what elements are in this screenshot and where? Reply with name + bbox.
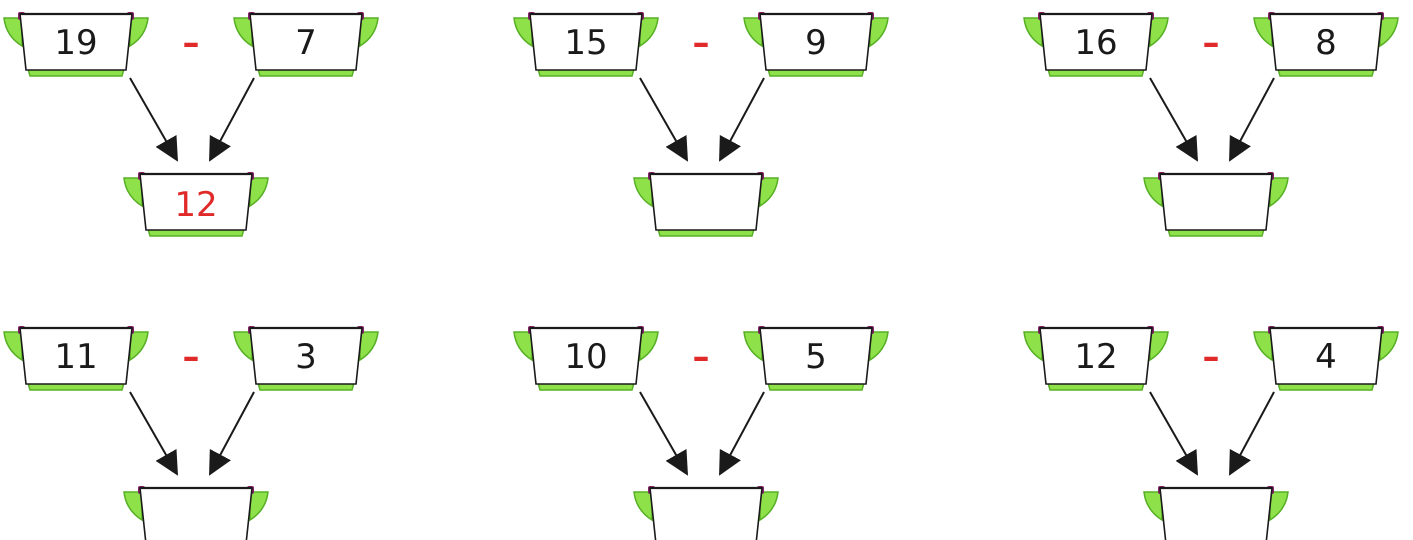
minuend-value: 16: [1074, 23, 1117, 63]
arrow-left: [1149, 391, 1198, 476]
pot-handle-right: [1379, 17, 1399, 48]
minus-sign: –: [1203, 337, 1220, 377]
pot-handle-right: [639, 17, 659, 48]
arrow-left: [1149, 77, 1198, 162]
minuend-pot: [513, 12, 659, 77]
pot-handle-left: [743, 331, 763, 362]
pot-handle-right: [1269, 491, 1289, 522]
arrow-left: [639, 391, 688, 476]
pot-handle-left: [633, 177, 653, 208]
minuend-pot: [1023, 12, 1169, 77]
subtrahend-pot: [743, 12, 889, 77]
pot-handle-right: [759, 177, 779, 208]
pot-handle-right: [1269, 177, 1289, 208]
pot-handle-right: [129, 17, 149, 48]
problem-group: 12 – 4: [1023, 326, 1399, 540]
pot-handle-left: [123, 177, 143, 208]
arrow-right: [719, 391, 765, 476]
pot-handle-right: [1149, 331, 1169, 362]
problem-group: 16 – 8: [1023, 12, 1399, 237]
pot-handle-right: [869, 17, 889, 48]
pot-handle-right: [869, 331, 889, 362]
subtrahend-pot: [233, 326, 379, 391]
pot-handle-left: [123, 491, 143, 522]
minuend-value: 19: [54, 23, 97, 63]
pot-handle-right: [359, 331, 379, 362]
arrow-left: [129, 391, 178, 476]
pot-handle-left: [1143, 177, 1163, 208]
answer-pot: [123, 172, 269, 237]
subtrahend-value: 8: [1315, 23, 1337, 63]
minuend-value: 10: [564, 337, 607, 377]
pot-handle-left: [1023, 17, 1043, 48]
pot-handle-left: [233, 17, 253, 48]
minus-sign: –: [183, 337, 200, 377]
minus-sign: –: [1203, 23, 1220, 63]
subtrahend-value: 9: [805, 23, 827, 63]
answer-value: 12: [174, 185, 217, 225]
pot-handle-left: [633, 491, 653, 522]
answer-pot: [633, 172, 779, 237]
arrow-left: [639, 77, 688, 162]
pot-handle-left: [233, 331, 253, 362]
minus-sign: –: [693, 23, 710, 63]
arrow-right: [719, 77, 765, 162]
pot-body: [649, 173, 763, 231]
subtrahend-pot: [743, 326, 889, 391]
pot-handle-right: [359, 17, 379, 48]
subtrahend-value: 7: [295, 23, 317, 63]
arrow-left: [129, 77, 178, 162]
subtrahend-pot: [233, 12, 379, 77]
arrow-right: [209, 77, 255, 162]
pot-handle-left: [1143, 491, 1163, 522]
pot-handle-left: [743, 17, 763, 48]
answer-pot: [1143, 172, 1289, 237]
pot-handle-left: [513, 331, 533, 362]
pot-handle-left: [1253, 331, 1273, 362]
answer-pot: [1143, 486, 1289, 540]
subtrahend-value: 4: [1315, 337, 1337, 377]
subtrahend-pot: [1253, 326, 1399, 391]
minus-sign: –: [693, 337, 710, 377]
minuend-pot: [1023, 326, 1169, 391]
minuend-pot: [3, 326, 149, 391]
pot-handle-left: [513, 17, 533, 48]
pot-body: [139, 487, 253, 540]
problem-group: 19 – 7 12: [3, 12, 379, 237]
minuend-value: 15: [564, 23, 607, 63]
problem-group: 11 – 3: [3, 326, 379, 540]
subtrahend-pot: [1253, 12, 1399, 77]
pot-handle-left: [1253, 17, 1273, 48]
problem-group: 10 – 5: [513, 326, 889, 540]
subtrahend-value: 5: [805, 337, 827, 377]
pot-handle-right: [249, 491, 269, 522]
pot-handle-left: [3, 331, 23, 362]
pot-handle-left: [1023, 331, 1043, 362]
minuend-value: 12: [1074, 337, 1117, 377]
arrow-right: [1229, 77, 1275, 162]
answer-pot: [633, 486, 779, 540]
pot-handle-right: [249, 177, 269, 208]
minus-sign: –: [183, 23, 200, 63]
minuend-pot: [513, 326, 659, 391]
minuend-value: 11: [54, 337, 97, 377]
answer-pot: [123, 486, 269, 540]
pot-body: [1159, 173, 1273, 231]
pot-handle-right: [129, 331, 149, 362]
arrow-right: [1229, 391, 1275, 476]
pot-body: [1159, 487, 1273, 540]
pot-handle-right: [1149, 17, 1169, 48]
pot-body: [649, 487, 763, 540]
subtrahend-value: 3: [295, 337, 317, 377]
problem-group: 15 – 9: [513, 12, 889, 237]
arrow-right: [209, 391, 255, 476]
pot-handle-right: [1379, 331, 1399, 362]
pot-handle-left: [3, 17, 23, 48]
minuend-pot: [3, 12, 149, 77]
pot-handle-right: [639, 331, 659, 362]
pot-handle-right: [759, 491, 779, 522]
